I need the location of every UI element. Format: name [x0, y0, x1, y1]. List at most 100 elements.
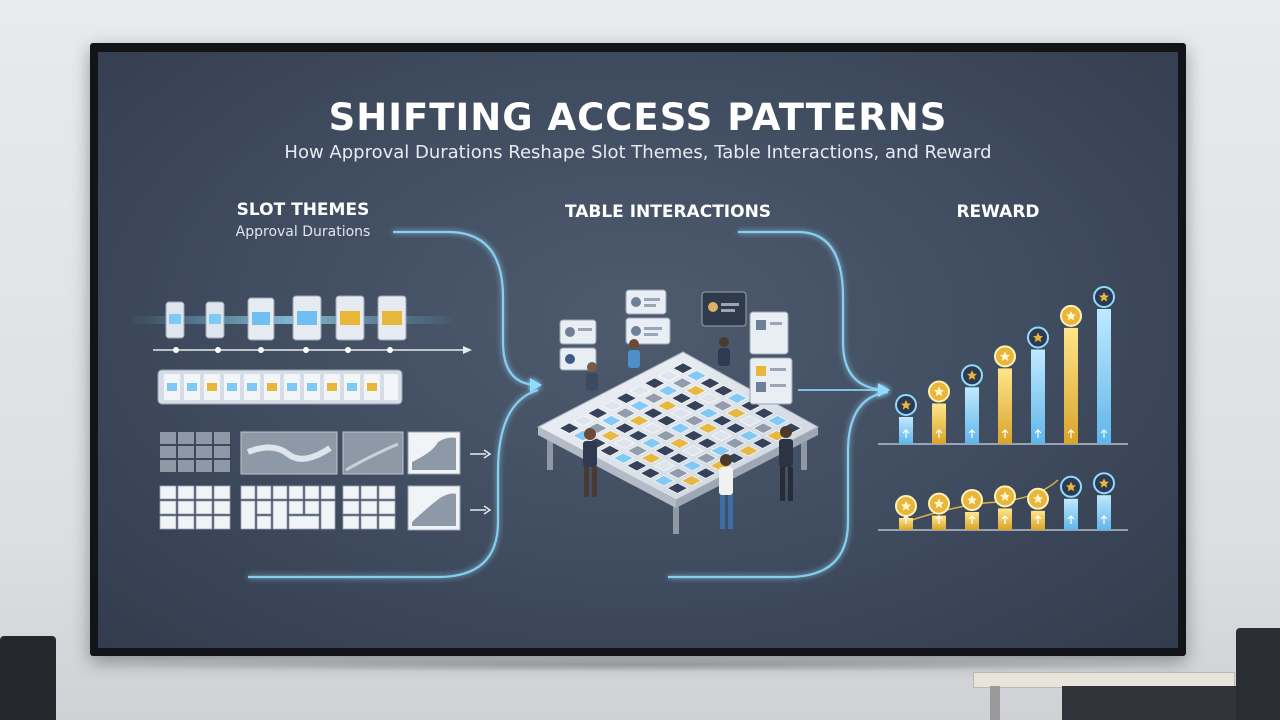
slot-reel-icon	[165, 301, 185, 339]
table-tile	[695, 467, 717, 479]
table-tile	[626, 460, 648, 472]
up-arrow-icon	[902, 515, 910, 524]
slot-reel-icon	[335, 295, 365, 341]
table-tile	[724, 422, 747, 434]
up-arrow-icon	[1100, 429, 1108, 438]
person-icon	[718, 337, 730, 366]
table-tile	[558, 422, 581, 434]
slot-reel-icon	[377, 295, 407, 341]
table-tile	[627, 430, 649, 442]
table-tile	[642, 407, 664, 419]
presentation-screen: SHIFTING ACCESS PATTERNS How Approval Du…	[98, 52, 1178, 648]
slot-grid-patterns-b	[159, 485, 492, 531]
reward-bar	[998, 368, 1012, 444]
slot-reels-row-glow	[128, 295, 458, 341]
table-tile	[712, 400, 734, 412]
table-tile	[737, 445, 760, 457]
table-tile	[643, 392, 665, 404]
star-icon	[934, 386, 944, 397]
table-tile	[696, 437, 718, 449]
table-tile	[601, 400, 623, 412]
section-title-reward: REWARD	[956, 202, 1040, 222]
up-arrow-icon	[1034, 429, 1042, 438]
table-tile	[668, 452, 690, 464]
flow-line-bottom-to-table	[248, 388, 539, 579]
table-tile	[725, 407, 747, 419]
table-tile	[752, 422, 774, 434]
reward-chart-top	[878, 286, 1128, 445]
office-chair-right	[1236, 628, 1280, 720]
star-icon	[901, 501, 911, 511]
table-tile	[681, 460, 703, 472]
avatar-card-icon	[701, 291, 747, 327]
avatar-card-icon	[749, 311, 789, 355]
table-tile	[683, 415, 706, 427]
section-subtitle-approval: Approval Durations	[235, 224, 371, 240]
wall-shadow	[80, 658, 1200, 672]
avatar-card-icon	[559, 347, 597, 371]
slot-reel-strip	[157, 369, 403, 405]
up-arrow-icon	[968, 429, 976, 438]
star-icon	[1099, 478, 1109, 488]
table-tile	[655, 430, 677, 442]
table-tile	[670, 392, 693, 404]
table-tile	[599, 445, 621, 457]
table-tile	[753, 407, 775, 419]
table-tile	[766, 415, 789, 427]
table-tile	[612, 452, 635, 464]
slot-reel-icon	[292, 295, 322, 341]
up-arrow-icon	[1001, 515, 1009, 524]
table-tile	[653, 475, 675, 487]
reward-bar	[932, 403, 946, 444]
reward-chart-bottom	[878, 472, 1128, 531]
up-arrow-icon	[1100, 515, 1108, 524]
up-arrow-icon	[1034, 515, 1042, 524]
table-tile	[628, 415, 650, 427]
reward-bar	[1097, 495, 1111, 530]
table-tile	[710, 445, 732, 457]
table-tile	[629, 385, 652, 397]
person-icon	[779, 426, 793, 501]
table-tile	[670, 407, 692, 419]
star-icon	[1033, 332, 1043, 343]
table-tile	[710, 430, 733, 442]
star-icon	[1000, 491, 1010, 501]
star-icon	[1066, 310, 1076, 321]
approval-timeline	[153, 346, 472, 354]
avatar-card-icon	[625, 317, 671, 345]
table-tile	[682, 445, 704, 457]
reward-bar	[1031, 349, 1045, 444]
participants	[583, 337, 793, 529]
person-icon	[583, 428, 597, 497]
table-tile	[599, 430, 622, 442]
table-tile	[641, 437, 663, 449]
up-arrow-icon	[968, 515, 976, 524]
flow-line-bottom-to-reward	[668, 390, 889, 579]
table-tile	[614, 407, 637, 419]
table-tile	[697, 422, 719, 434]
star-icon	[1000, 351, 1010, 361]
table-tile	[640, 452, 662, 464]
table-tile	[629, 400, 651, 412]
reward-bar	[1097, 309, 1111, 444]
table-tile	[738, 430, 760, 442]
table-tile	[654, 445, 676, 457]
person-icon	[719, 454, 733, 529]
reward-bar	[1064, 498, 1078, 530]
table-tile	[683, 430, 705, 442]
table-tile	[600, 415, 622, 427]
arrow-right-icon	[530, 378, 890, 397]
table-tile	[685, 370, 708, 382]
section-title-slot-themes: SLOT THEMES	[236, 200, 370, 220]
reward-bar	[1064, 327, 1078, 444]
page-subtitle: How Approval Durations Reshape Slot Them…	[284, 142, 992, 163]
up-arrow-icon	[902, 429, 910, 438]
table-tile	[658, 370, 680, 382]
table-tile	[639, 467, 662, 479]
table-tile	[667, 467, 689, 479]
slot-reel-icon	[247, 297, 275, 341]
star-icon	[1033, 493, 1043, 504]
table-tile	[698, 392, 720, 404]
table-tile	[668, 437, 691, 449]
table-tile	[613, 437, 635, 449]
